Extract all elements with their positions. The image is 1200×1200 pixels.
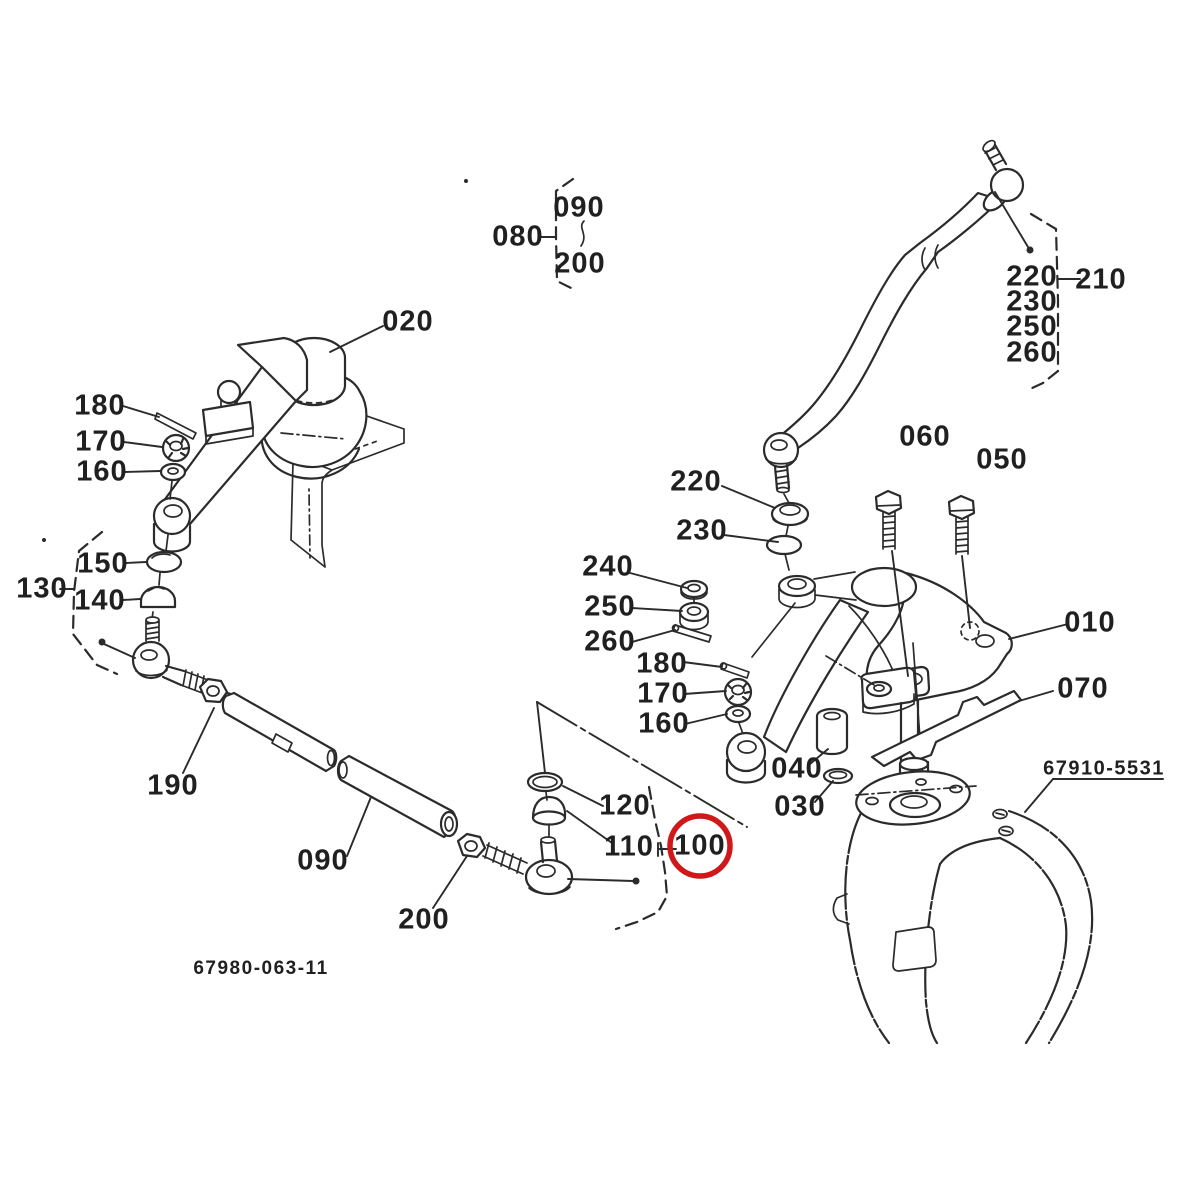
callout-090-top: 090 — [553, 191, 605, 224]
callout-010: 010 — [1064, 606, 1116, 639]
callout-260: 260 — [584, 625, 636, 658]
callout-080: 080 — [492, 220, 544, 253]
callout-180-mid: 180 — [636, 647, 688, 680]
steering-box-assembly — [139, 336, 405, 620]
callout-170-left: 170 — [75, 425, 127, 458]
callout-250: 250 — [584, 590, 636, 623]
callout-180-left: 180 — [74, 389, 126, 422]
callout-030: 030 — [774, 790, 826, 823]
callout-230-mid: 230 — [676, 514, 728, 547]
callout-250-right: 250 — [1006, 310, 1058, 343]
callout-200-top: 200 — [554, 247, 606, 280]
highlight-circle-100 — [667, 813, 733, 879]
callout-230-right: 230 — [1006, 285, 1058, 318]
drawing-number: 67980-063-11 — [193, 958, 329, 979]
callout-220-mid: 220 — [670, 465, 722, 498]
callout-120: 120 — [599, 789, 651, 822]
callout-160-left: 160 — [76, 455, 128, 488]
callout-050: 050 — [976, 443, 1028, 476]
knuckle-arm-assembly — [725, 489, 1023, 794]
callout-130: 130 — [16, 572, 68, 605]
kingpin-hardware — [671, 501, 810, 735]
axle-part-number: 67910-5531 — [1043, 757, 1165, 780]
callout-170-mid: 170 — [637, 677, 689, 710]
callout-140: 140 — [74, 584, 126, 617]
callout-160-mid: 160 — [638, 707, 690, 740]
callout-070: 070 — [1057, 672, 1109, 705]
callout-150: 150 — [77, 547, 129, 580]
callout-210: 210 — [1075, 263, 1127, 296]
callout-leaders — [42, 177, 1081, 931]
steering-rod-assembly — [762, 139, 1025, 504]
axle-housing — [832, 756, 1164, 1045]
callout-190: 190 — [147, 769, 199, 802]
callout-220-right: 220 — [1006, 260, 1058, 293]
callout-040: 040 — [771, 752, 823, 785]
callout-100-highlighted: 100 — [674, 829, 726, 862]
callout-200-bottom: 200 — [398, 903, 450, 936]
callout-090: 090 — [297, 844, 349, 877]
callout-060: 060 — [899, 420, 951, 453]
callout-110: 110 — [604, 830, 654, 863]
drag-link-assembly — [131, 616, 574, 896]
callout-240: 240 — [582, 550, 634, 583]
callout-260-right: 260 — [1006, 336, 1058, 369]
callout-020: 020 — [382, 305, 434, 338]
